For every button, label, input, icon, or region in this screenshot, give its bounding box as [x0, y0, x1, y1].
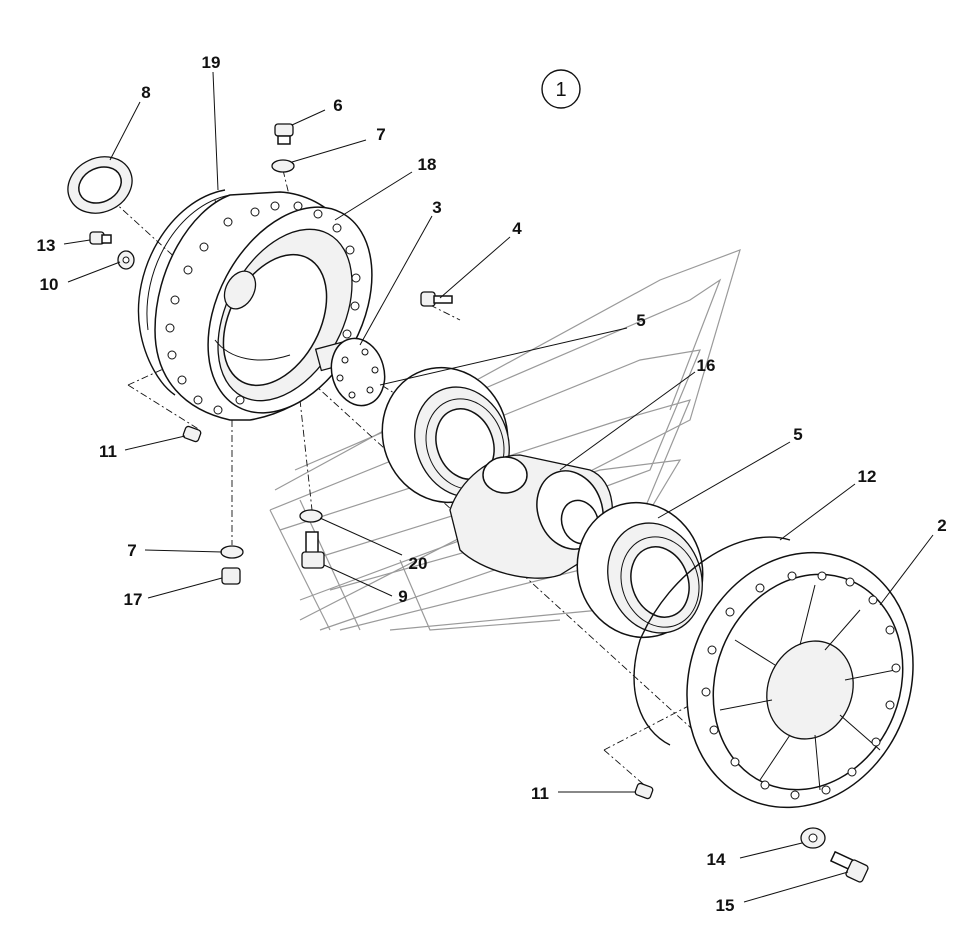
- nut-part-17: [221, 567, 241, 585]
- end-cover-spokes: [719, 584, 896, 791]
- label-part-2: 2: [937, 516, 946, 535]
- plug-part-6: [274, 123, 294, 145]
- washer-part-7-top: [271, 159, 295, 173]
- label-part-14: 14: [707, 850, 726, 869]
- label-part-16: 16: [697, 356, 716, 375]
- washer-part-7-lower: [220, 545, 244, 559]
- seal-ring-part-8: [67, 156, 133, 214]
- label-part-15: 15: [716, 896, 735, 915]
- plug-part-11-upper: [182, 425, 202, 443]
- flange-shaft-part-3: [314, 337, 386, 407]
- label-part-13: 13: [37, 236, 56, 255]
- part-labels: 19 8 6 7 18 3 4 13 10 5 16 5 11 12 2 7 2…: [37, 53, 947, 915]
- end-cover-part-2: [686, 551, 914, 809]
- hub-housing-part-18: [154, 191, 373, 421]
- label-part-7-lower: 7: [127, 541, 136, 560]
- bearing-part-5-lower: [576, 501, 704, 639]
- label-part-6: 6: [333, 96, 342, 115]
- label-part-11-upper: 11: [99, 442, 117, 461]
- label-part-5-lower: 5: [793, 425, 802, 444]
- assembly-number: 1: [555, 79, 566, 101]
- bolt-part-9: [301, 531, 325, 569]
- label-part-8: 8: [141, 83, 150, 102]
- label-part-11-lower: 11: [531, 784, 549, 803]
- label-part-4: 4: [512, 219, 522, 238]
- label-part-18: 18: [418, 155, 437, 174]
- assembly-number-circle: [541, 69, 581, 109]
- leader-lines: [63, 71, 934, 903]
- label-part-12: 12: [858, 467, 877, 486]
- bolt-part-4: [420, 291, 453, 307]
- label-part-3: 3: [432, 198, 441, 217]
- label-part-9: 9: [398, 587, 407, 606]
- plug-part-13: [89, 231, 112, 245]
- label-part-17: 17: [124, 590, 143, 609]
- plug-part-11-lower: [634, 782, 654, 800]
- bolt-part-15: [829, 850, 869, 883]
- washer-part-14: [800, 827, 826, 849]
- label-part-7-top: 7: [376, 125, 385, 144]
- o-ring-part-12: [633, 536, 791, 746]
- label-part-10: 10: [40, 275, 59, 294]
- label-part-5-upper: 5: [636, 311, 645, 330]
- label-part-20: 20: [409, 554, 428, 573]
- washer-part-20: [299, 509, 323, 523]
- o-ring-part-19: [137, 189, 231, 396]
- label-part-19: 19: [202, 53, 221, 72]
